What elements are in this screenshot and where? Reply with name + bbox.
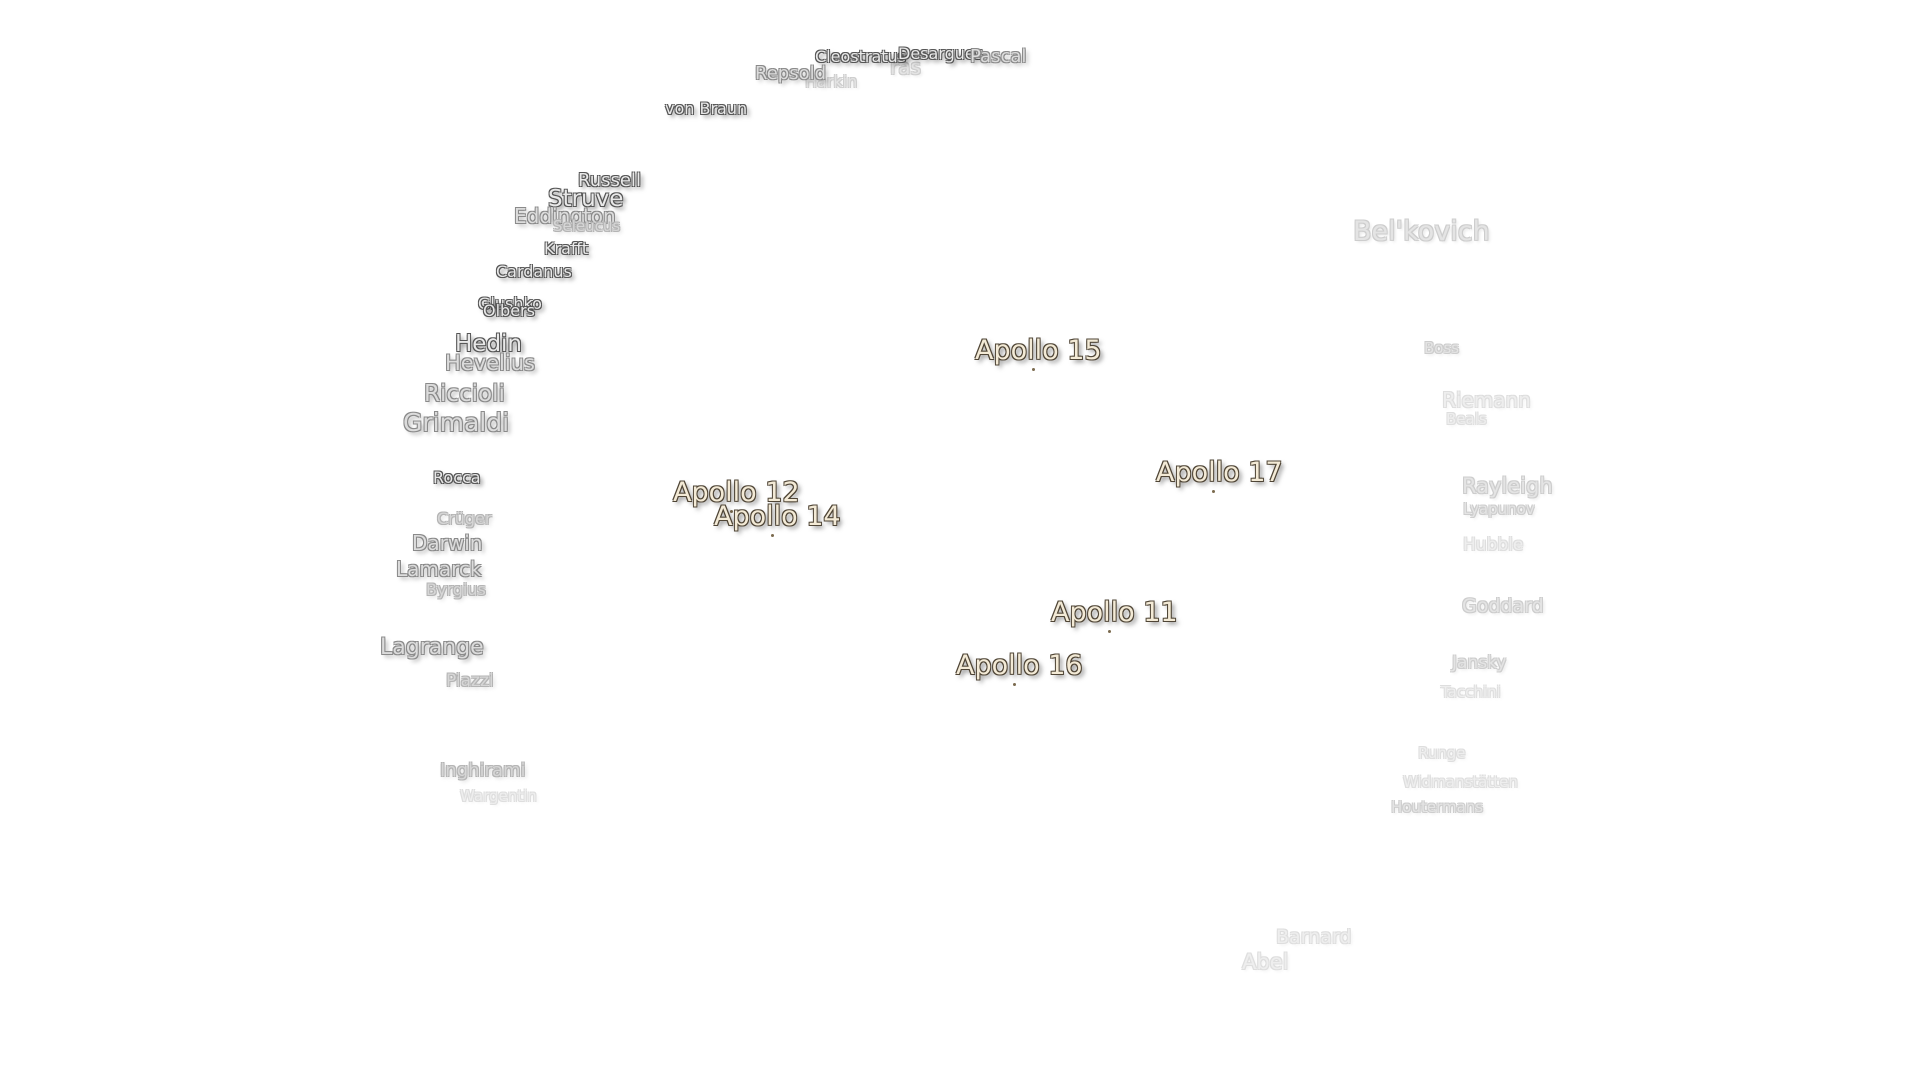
apollo-12-site-marker bbox=[730, 510, 733, 513]
crater-label-tacchini[interactable]: Tacchini bbox=[1441, 683, 1501, 701]
crater-label-rayleigh[interactable]: Rayleigh bbox=[1462, 474, 1553, 498]
crater-label-goddard[interactable]: Goddard bbox=[1462, 595, 1544, 617]
crater-label-piazzi[interactable]: Piazzi bbox=[446, 671, 494, 691]
apollo-11-label[interactable]: Apollo 11 bbox=[1051, 597, 1178, 628]
crater-label-rocca[interactable]: Rocca bbox=[433, 468, 481, 487]
apollo-11-site-marker bbox=[1108, 630, 1111, 633]
apollo-16-label[interactable]: Apollo 16 bbox=[956, 650, 1083, 681]
crater-label-widmanstatten[interactable]: Widmanstätten bbox=[1403, 773, 1518, 791]
crater-label-cleostratus[interactable]: Cleostratus bbox=[815, 47, 906, 66]
crater-label-anaxagoras[interactable]: ras bbox=[890, 55, 921, 79]
crater-label-jansky[interactable]: Jansky bbox=[1452, 653, 1507, 673]
crater-label-beals[interactable]: Beals bbox=[1446, 410, 1487, 428]
crater-label-olbers[interactable]: Olbers bbox=[483, 301, 535, 320]
crater-label-hedin[interactable]: Hedin bbox=[455, 331, 523, 357]
crater-label-lagrange[interactable]: Lagrange bbox=[380, 635, 484, 660]
crater-label-glushko[interactable]: Glushko bbox=[478, 294, 542, 313]
crater-label-hevelius[interactable]: Hevelius bbox=[445, 351, 535, 375]
crater-label-darwin[interactable]: Darwin bbox=[412, 531, 483, 555]
crater-label-wargentin[interactable]: Wargentin bbox=[460, 787, 537, 805]
crater-label-cruger[interactable]: Crüger bbox=[437, 509, 492, 528]
crater-label-struve[interactable]: Struve bbox=[548, 186, 624, 212]
crater-label-abel[interactable]: Abel bbox=[1242, 950, 1289, 974]
crater-label-von-braun[interactable]: von Braun bbox=[665, 99, 748, 118]
crater-label-houtermans[interactable]: Houtermans bbox=[1391, 798, 1484, 816]
crater-label-pascal[interactable]: Pascal bbox=[970, 46, 1027, 67]
apollo-14-label[interactable]: Apollo 14 bbox=[714, 501, 841, 532]
crater-label-grimaldi[interactable]: Grimaldi bbox=[403, 408, 510, 437]
apollo-15-site-marker bbox=[1032, 368, 1035, 371]
crater-label-barnard[interactable]: Barnard bbox=[1276, 926, 1352, 948]
apollo-17-label[interactable]: Apollo 17 bbox=[1156, 457, 1283, 488]
crater-label-riccioli[interactable]: Riccioli bbox=[424, 381, 505, 407]
apollo-16-site-marker bbox=[1013, 683, 1016, 686]
crater-label-riemann[interactable]: Riemann bbox=[1442, 388, 1531, 412]
crater-label-seleucus[interactable]: Seleucus bbox=[553, 217, 621, 235]
crater-label-runge[interactable]: Runge bbox=[1418, 744, 1466, 762]
crater-label-cardanus[interactable]: Cardanus bbox=[496, 262, 572, 281]
crater-label-harkin[interactable]: Harkin bbox=[805, 72, 858, 91]
crater-label-hubble[interactable]: Hubble bbox=[1463, 535, 1524, 555]
apollo-14-site-marker bbox=[771, 534, 774, 537]
crater-label-lyapunov[interactable]: Lyapunov bbox=[1463, 500, 1535, 518]
crater-label-desargues[interactable]: Desargues bbox=[898, 44, 984, 63]
crater-label-russell[interactable]: Russell bbox=[578, 170, 641, 191]
apollo-17-site-marker bbox=[1212, 490, 1215, 493]
crater-label-eddington[interactable]: Eddington bbox=[514, 204, 616, 228]
crater-label-byrgius[interactable]: Byrgius bbox=[426, 580, 486, 599]
crater-label-inghirami[interactable]: Inghirami bbox=[440, 760, 526, 781]
apollo-15-label[interactable]: Apollo 15 bbox=[975, 335, 1102, 366]
crater-label-lamarck[interactable]: Lamarck bbox=[396, 557, 482, 581]
crater-label-boss[interactable]: Boss bbox=[1424, 339, 1460, 357]
crater-label-repsold[interactable]: Repsold bbox=[755, 63, 827, 84]
crater-label-krafft[interactable]: Krafft bbox=[544, 239, 589, 258]
crater-label-belkovich[interactable]: Bel'kovich bbox=[1353, 216, 1490, 247]
apollo-12-label[interactable]: Apollo 12 bbox=[673, 477, 800, 508]
